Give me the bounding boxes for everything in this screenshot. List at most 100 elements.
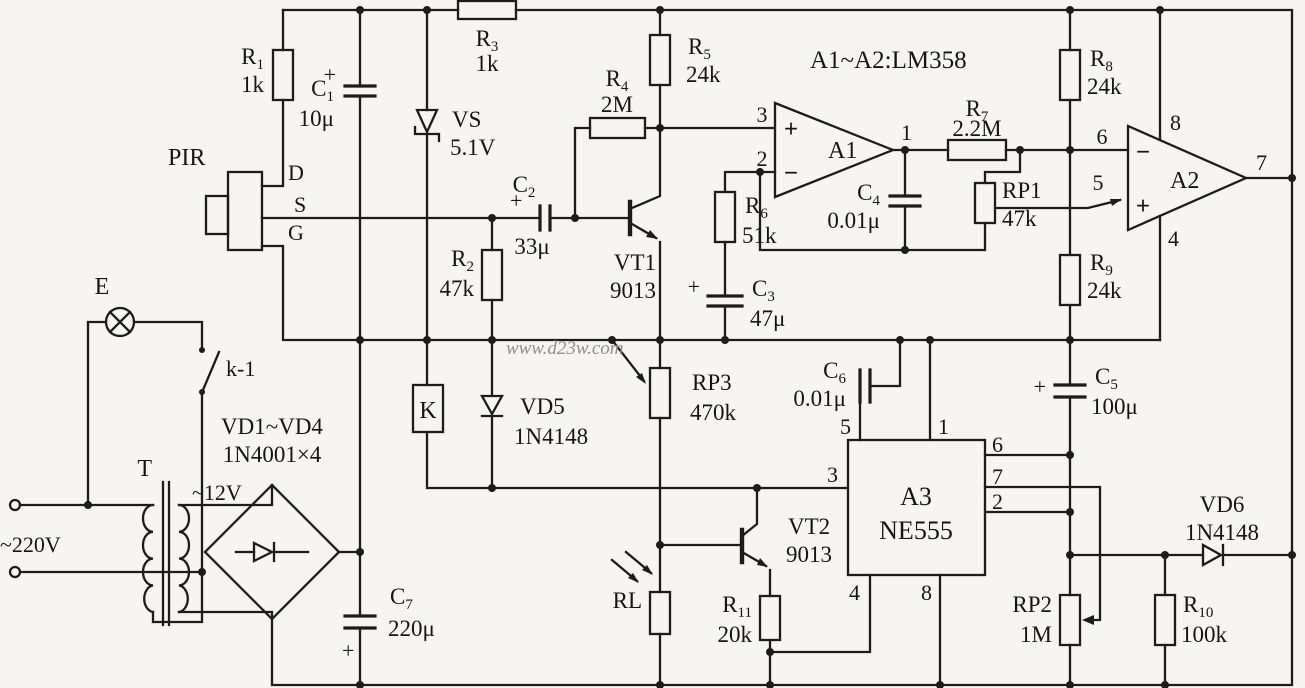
a1-pin1: 1	[901, 120, 912, 145]
a2-pin4: 4	[1168, 226, 1179, 251]
lamp-e-cross	[108, 310, 132, 334]
rl-light-arrow-1	[628, 573, 639, 583]
wire-power-section	[18, 320, 362, 687]
pir-sensor-body	[226, 170, 264, 252]
r1-value: 1k	[241, 72, 265, 97]
a3-pin7: 7	[992, 464, 1003, 489]
resistor-r4	[588, 116, 647, 140]
rp1-value: 47k	[1002, 206, 1037, 231]
rp2-wiper-arrow	[1082, 615, 1094, 625]
rl-light-arrow-2	[642, 565, 653, 575]
pir-pin-g: G	[288, 220, 304, 245]
resistor-r8	[1058, 48, 1082, 102]
r1-label: R1	[241, 44, 264, 73]
rp3-wiper-arrow	[636, 373, 646, 384]
a1-minus-input: −	[784, 160, 798, 187]
a2-pin8: 8	[1170, 110, 1181, 135]
a3-value: NE555	[879, 516, 953, 545]
r4-value: 2M	[601, 92, 633, 117]
c5-label: C5	[1095, 364, 1118, 393]
r6-label: R6	[745, 193, 768, 222]
potentiometer-rp2	[1058, 593, 1082, 647]
vd6-value: 1N4148	[1185, 520, 1259, 545]
r7-label: R7	[966, 96, 989, 125]
a1-plus-input: +	[784, 116, 798, 143]
pir-sensor-lens	[204, 194, 230, 236]
bridge-label: VD1~VD4	[221, 414, 323, 439]
r9-value: 24k	[1087, 278, 1122, 303]
c5-polarity: +	[1034, 374, 1046, 399]
a3-pin4: 4	[849, 580, 860, 605]
bridge-rectifier-diamond	[203, 483, 341, 621]
c7-value: 220μ	[388, 616, 435, 641]
labels: R1 1k + C1 10μ R3 1k VS 5.1V PIR D S G R…	[0, 26, 1267, 663]
r8-label: R8	[1090, 46, 1113, 75]
rp1-label: RP1	[1002, 178, 1042, 203]
r9-label: R9	[1090, 250, 1113, 279]
a1-pin2: 2	[757, 146, 768, 171]
c6-label: C6	[823, 358, 846, 387]
r2-value: 47k	[440, 276, 475, 301]
bridge-value: 1N4001×4	[223, 442, 322, 467]
a2-pin7: 7	[1256, 150, 1267, 175]
pir-label: PIR	[168, 145, 205, 171]
r11-value: 20k	[718, 622, 753, 647]
a3-label: A3	[900, 482, 932, 511]
diode-vd5-triangle	[480, 394, 504, 417]
c2-label: C2	[513, 172, 536, 201]
r10-label: R10	[1183, 592, 1213, 621]
components	[8, 0, 1249, 647]
resistor-r1	[271, 48, 295, 102]
c3-polarity: +	[688, 274, 700, 299]
switch-contact-bottom	[199, 389, 205, 395]
a1-pin3: 3	[757, 102, 768, 127]
r3-label: R3	[476, 26, 499, 55]
a2-label: A2	[1170, 168, 1199, 194]
c4-value: 0.01μ	[827, 208, 880, 233]
c1-value: 10μ	[299, 106, 334, 131]
r11-label: R11	[722, 592, 752, 621]
a2-minus-input: −	[1136, 139, 1150, 166]
vd5-value: 1N4148	[514, 424, 588, 449]
mains-voltage-label: ~220V	[0, 532, 61, 557]
ic-ne555-body	[846, 438, 987, 577]
pir-pin-d: D	[288, 160, 304, 185]
r3-value: 1k	[476, 51, 500, 76]
a1-label: A1	[828, 138, 857, 164]
r5-label: R5	[688, 34, 711, 63]
rp1-wiper-arrow	[1110, 199, 1122, 206]
r10-value: 100k	[1181, 622, 1228, 647]
lamp-e-symbol	[104, 306, 136, 338]
vt2-emitter-arrow	[757, 558, 768, 567]
c2-polarity: +	[510, 188, 522, 213]
watermark: www.d23w.com	[506, 338, 624, 359]
r5-value: 24k	[686, 62, 721, 87]
c7-label: C7	[390, 584, 413, 613]
wire-vt1-rp3-rl-vt2	[610, 126, 872, 687]
resistor-r7	[946, 138, 1008, 162]
a3-pin5: 5	[840, 414, 851, 439]
vs-label: VS	[452, 107, 481, 132]
wiring	[18, 8, 1294, 687]
vt1-value: 9013	[610, 278, 656, 303]
wire-ne555	[858, 338, 1102, 687]
c2-value: 33μ	[514, 234, 549, 259]
resistor-r11	[758, 594, 782, 642]
a3-pin8: 8	[921, 580, 932, 605]
switch-contact-top	[199, 347, 205, 353]
a3-pin3: 3	[827, 462, 838, 487]
transistor-base-bars	[627, 199, 745, 565]
c7-polarity: +	[342, 638, 354, 663]
resistor-r5	[648, 33, 672, 87]
vd5-label: VD5	[520, 394, 565, 419]
diode-vd6-triangle	[1201, 543, 1224, 567]
c5-value: 100μ	[1091, 394, 1138, 419]
c4-label: C4	[857, 180, 880, 209]
a3-pin6: 6	[992, 432, 1003, 457]
rl-label: RL	[613, 588, 642, 613]
c3-value: 47μ	[750, 306, 785, 331]
vt1-label: VT1	[614, 250, 656, 275]
transformer-label: T	[137, 456, 152, 482]
resistor-r2	[480, 248, 504, 302]
lm358-note: A1~A2:LM358	[810, 47, 967, 74]
